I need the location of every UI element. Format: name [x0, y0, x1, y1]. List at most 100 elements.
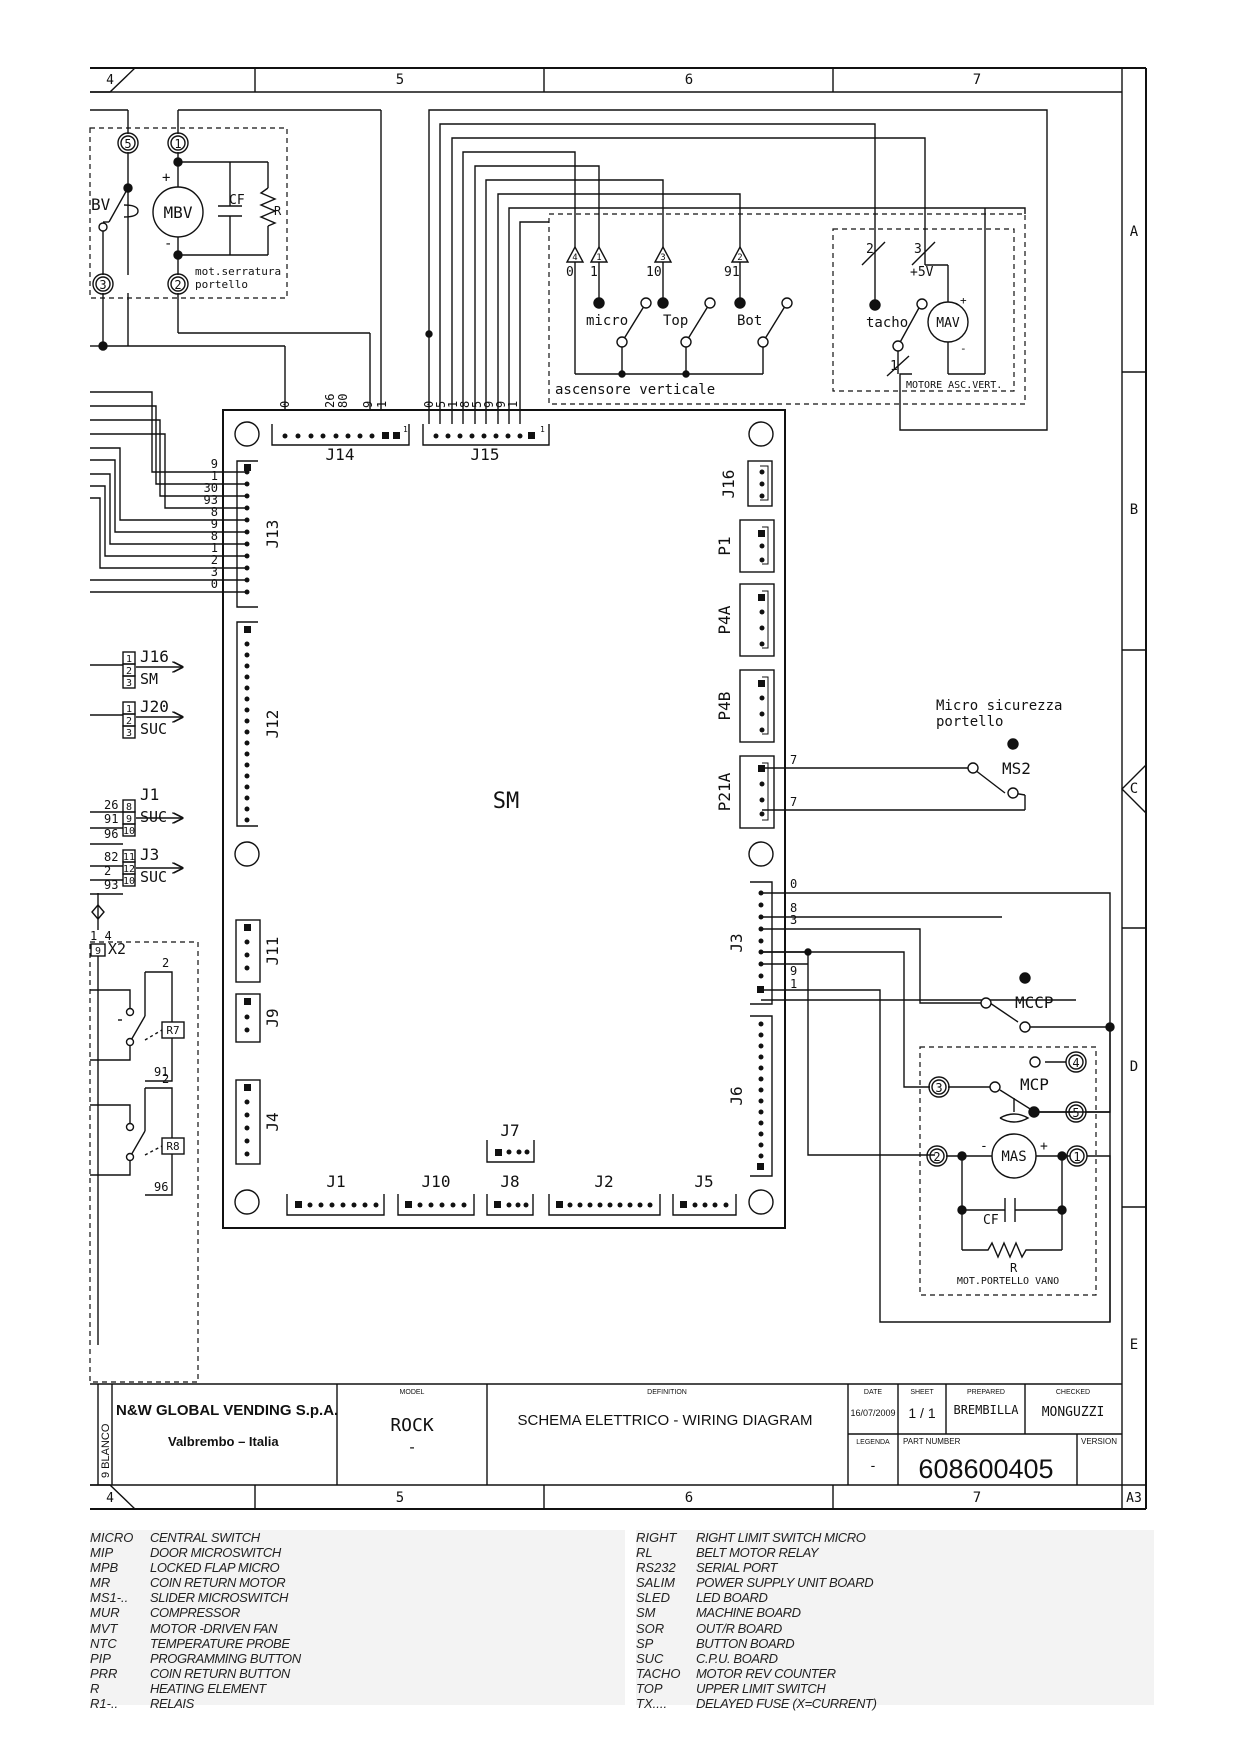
mav-caption: MOTORE ASC.VERT.: [906, 380, 1002, 391]
legend-desc: TEMPERATURE PROBE: [150, 1635, 290, 1651]
legend-abbr: SALIM: [636, 1575, 676, 1591]
left-references: [90, 651, 182, 1345]
model-value: ROCK: [390, 1415, 434, 1436]
lift-motor-group: [832, 208, 1015, 392]
mas-terminal-3: 3: [935, 1081, 942, 1095]
door-lock-motor-group: [89, 109, 382, 410]
mav-label: MAV: [936, 316, 960, 331]
j15-wire-1a: 1: [446, 401, 460, 408]
mbv-cf-label: CF: [229, 193, 245, 208]
prepared-value: BREMBILLA: [953, 1403, 1019, 1417]
legend-abbr: MR: [90, 1575, 111, 1591]
lift-wire-91: 91: [724, 265, 740, 280]
legend-desc: DELAYED FUSE (X=CURRENT): [696, 1696, 877, 1712]
ref-j3-pin-10: 10: [123, 876, 135, 887]
j13-pin-numbers: 9 1 30 93 8 9 8 1 2 3 0: [204, 457, 218, 591]
label-j13: J13: [263, 520, 282, 549]
connector-p4a-outline: [739, 583, 775, 657]
legend-abbr: TOP: [636, 1680, 663, 1696]
vertical-lift-group: [428, 109, 1048, 431]
ref-j1-wire-26: 26: [104, 798, 118, 812]
j14-wire-9: 9: [361, 401, 375, 408]
j13-pin-1: 1: [211, 469, 218, 483]
j13-pin-9b: 9: [211, 517, 218, 531]
j15-wire-5a: 5: [434, 401, 448, 408]
sheet-caption: SHEET: [910, 1389, 934, 1396]
grid-col-5-bottom: 5: [396, 1490, 404, 1506]
connector-j1-outline: [286, 1194, 385, 1216]
legend-abbr: RL: [636, 1545, 653, 1561]
date-value: 16/07/2009: [850, 1408, 895, 1418]
j13-pin-9: 9: [211, 457, 218, 471]
mcp-label: MCP: [1020, 1075, 1049, 1094]
sheet-size: A3: [1126, 1491, 1142, 1506]
drawing-frame: [90, 67, 1147, 1510]
legend-abbr: RIGHT: [636, 1530, 677, 1545]
mas-terminal-4: 4: [1072, 1056, 1079, 1070]
ref-j1-pin-10: 10: [123, 826, 135, 837]
j15-wire-9b: 9: [494, 401, 508, 408]
ms2-caption-1: Micro sicurezza: [936, 698, 1062, 714]
legend-desc: OUT/R BOARD: [696, 1620, 782, 1636]
connector-j3-outline: [750, 881, 773, 1005]
ref-j20-target: SUC: [140, 720, 167, 738]
ref-j20-pin-1: 1: [126, 704, 132, 715]
j3-wire-3: 3: [790, 913, 797, 927]
j13-pin-8b: 8: [211, 529, 218, 543]
x2-pin-label: 9: [95, 946, 101, 957]
legend-abbr: SM: [636, 1605, 656, 1621]
ref-j3-name: J3: [140, 845, 159, 864]
label-p1: P1: [715, 536, 734, 555]
switch-top-label: Top: [663, 313, 688, 329]
connector-j13-outline: [236, 460, 258, 608]
legend-desc: POWER SUPPLY UNIT BOARD: [696, 1575, 874, 1591]
label-j4: J4: [263, 1112, 282, 1131]
part-number-value: 608600405: [918, 1454, 1053, 1484]
connector-j14: [271, 424, 410, 446]
j3-wire-numbers: 0 8 3 9 1: [790, 877, 797, 991]
legend-abbr: R1-..: [90, 1696, 119, 1712]
relay-wire-91: 91: [154, 1065, 168, 1079]
legend-desc: BUTTON BOARD: [696, 1635, 795, 1651]
connector-p4b-outline: [739, 669, 775, 743]
legend-abbr: MIP: [90, 1545, 114, 1561]
flap-motor-group: [919, 1026, 1111, 1322]
ref-j16-target: SM: [140, 670, 158, 688]
j15-wire-0: 0: [422, 401, 436, 408]
j15-wire-numbers: 0 5 1 8 5 9 9 1: [422, 401, 520, 408]
ref-j16-name: J16: [140, 647, 169, 666]
j14-wire-26: 26: [323, 394, 337, 408]
ref-j1-wire-91: 91: [104, 812, 118, 826]
legend-row: TX....DELAYED FUSE (X=CURRENT): [636, 1696, 1154, 1711]
legend-desc: COIN RETURN BUTTON: [150, 1665, 290, 1681]
mas-terminal-1: 1: [1073, 1150, 1080, 1164]
legend-desc: MOTOR REV COUNTER: [696, 1665, 836, 1681]
mav-pin-2: 2: [866, 242, 874, 257]
terminal-1-label: 1: [174, 137, 181, 151]
connector-j10-outline: [397, 1194, 475, 1216]
mas-minus: -: [980, 1139, 988, 1154]
relay-group: [89, 941, 199, 1383]
ref-j3-pin-11: 11: [123, 852, 135, 863]
label-j8: J8: [500, 1172, 519, 1191]
sm-board: [222, 409, 786, 1229]
ref-j16-pin-1: 1: [126, 654, 132, 665]
ref-j3-wire-2: 2: [104, 864, 111, 878]
legend-desc: C.P.U. BOARD: [696, 1650, 778, 1666]
label-j3-board: J3: [727, 933, 746, 952]
ms2-caption-2: portello: [936, 714, 1003, 730]
ref-j20-name: J20: [140, 697, 169, 716]
